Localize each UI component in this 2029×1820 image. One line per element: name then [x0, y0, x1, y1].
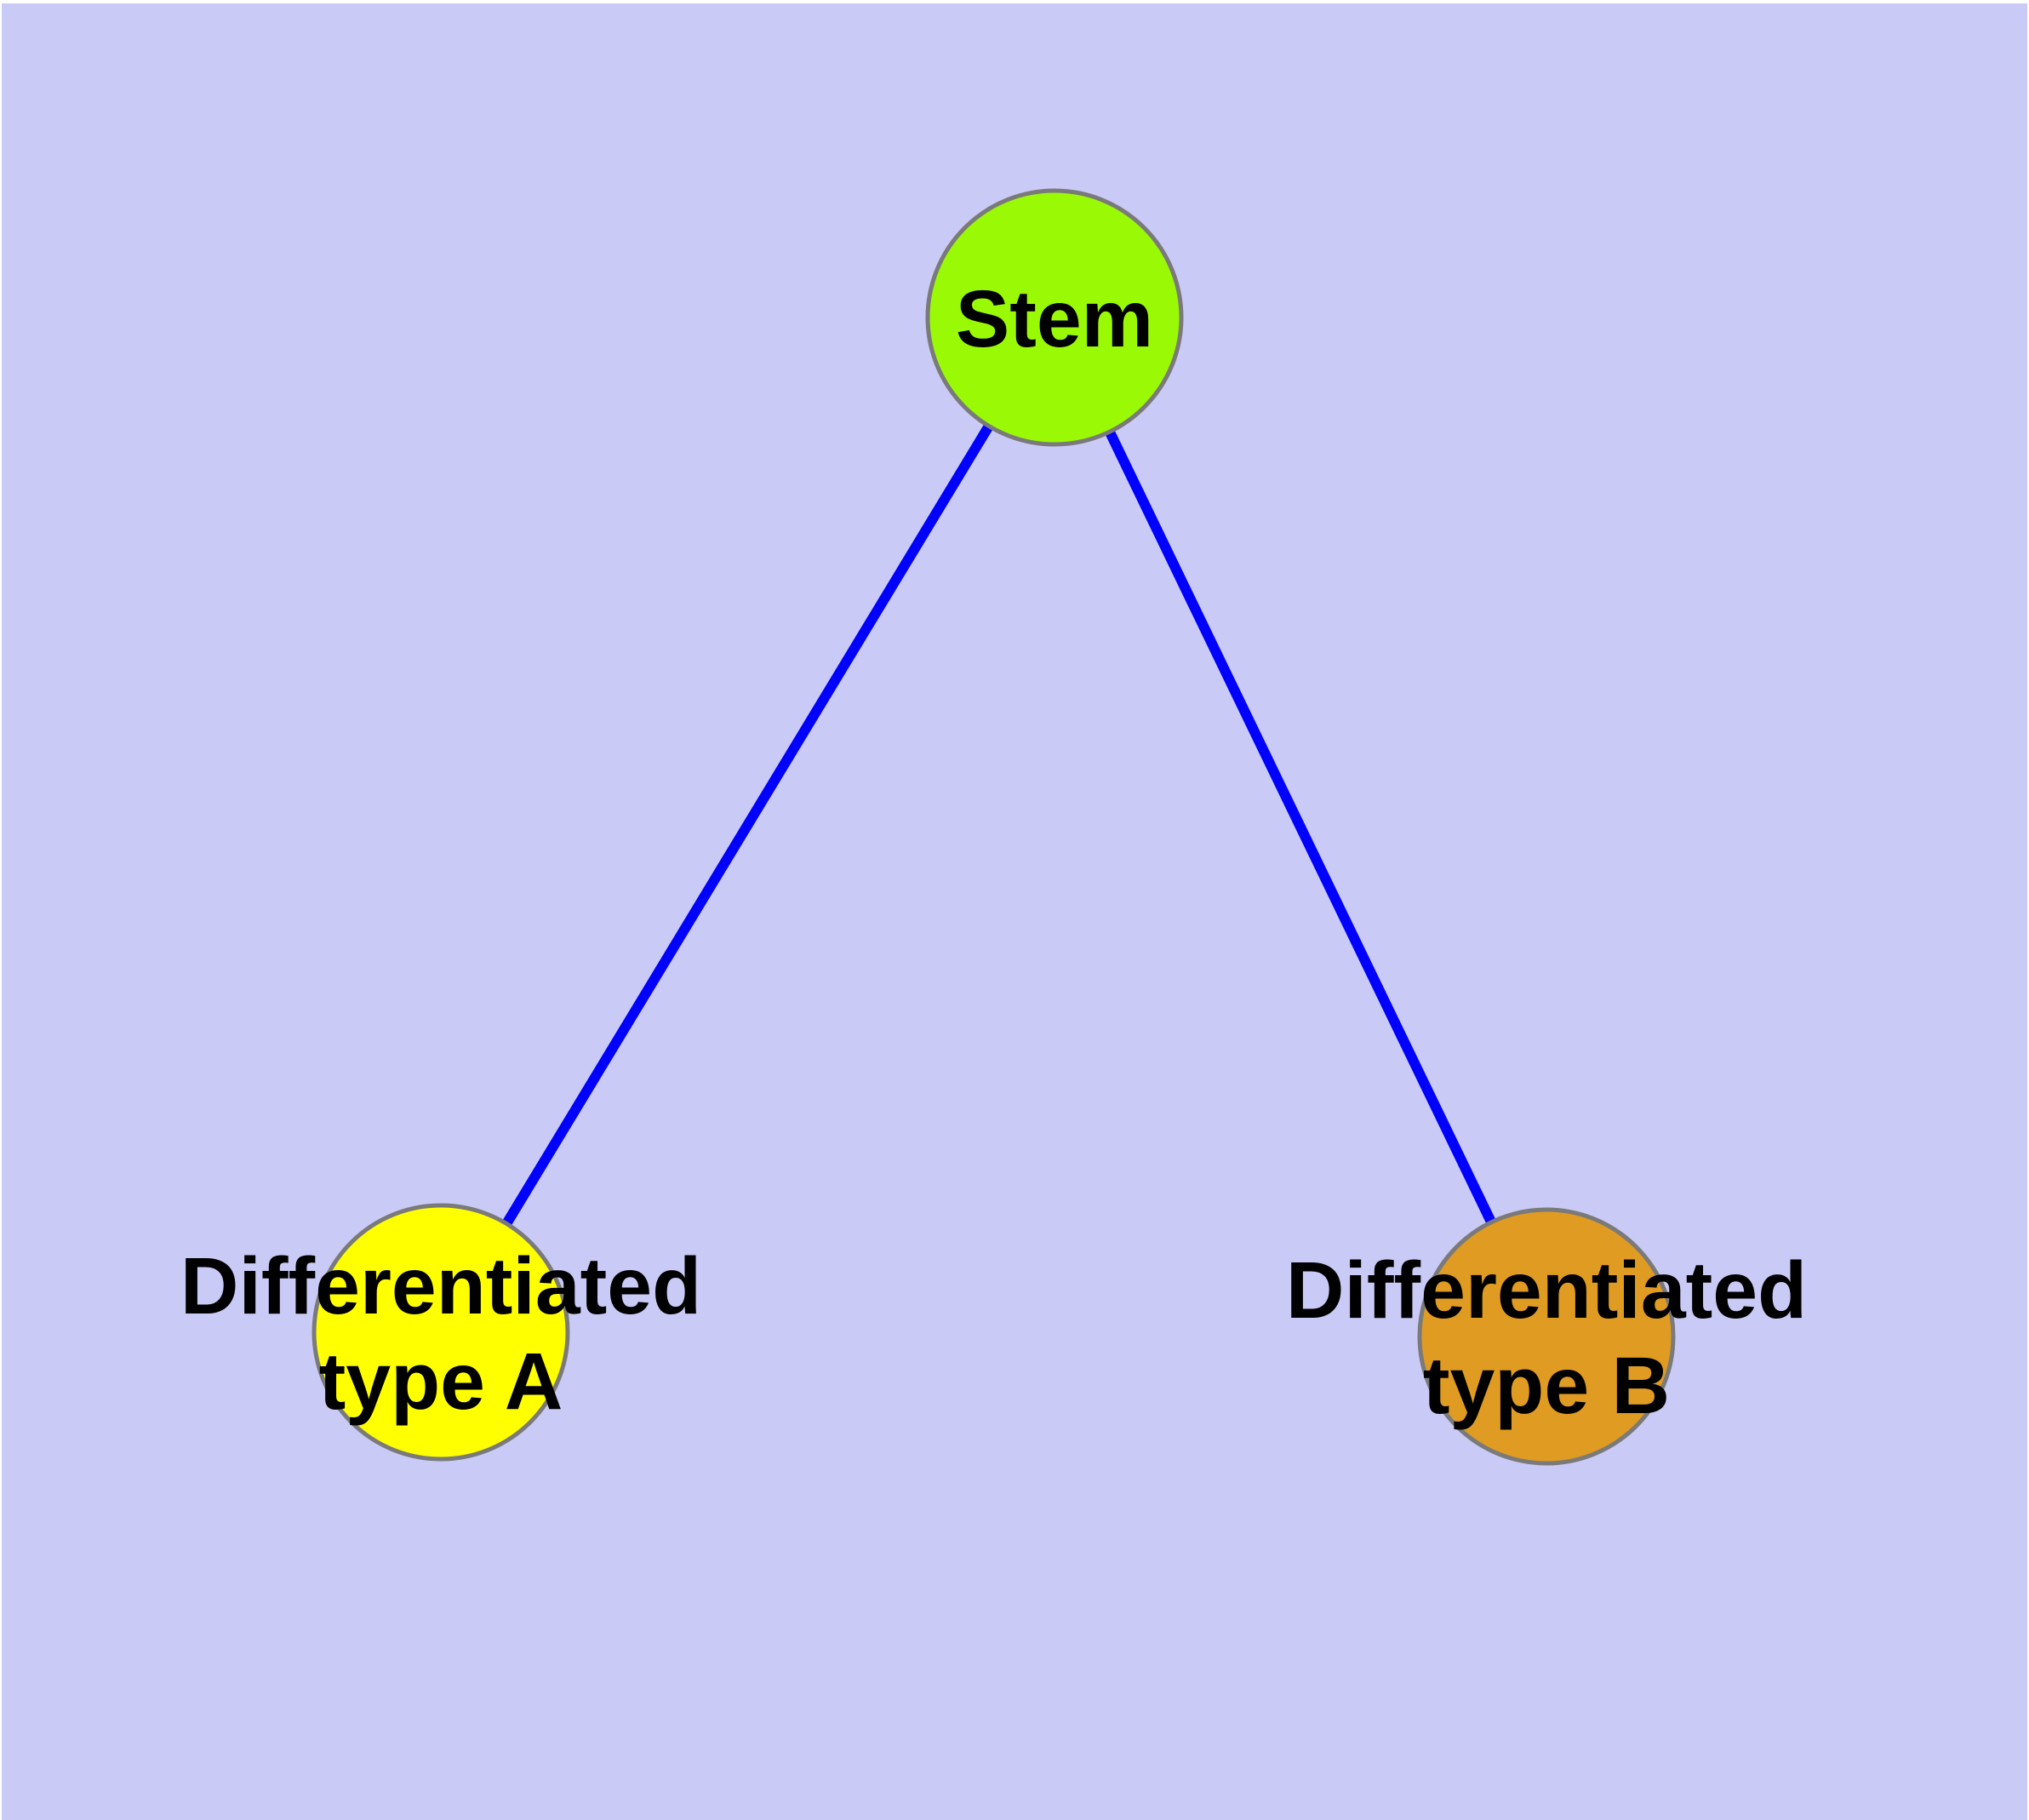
node-stem — [925, 188, 1184, 447]
node-differentiated-type-b — [1417, 1207, 1676, 1466]
node-differentiated-type-a-label-line1: Differentiated — [180, 1241, 701, 1331]
node-stem-label: Stem — [956, 274, 1153, 364]
edge-stem-to-type-a — [436, 314, 1060, 1336]
node-differentiated-type-a — [311, 1203, 570, 1462]
node-differentiated-type-a-label-line2: type A — [319, 1336, 563, 1427]
node-differentiated-type-b-label-line2: type B — [1423, 1341, 1670, 1431]
edge-stem-to-type-b — [1049, 315, 1552, 1339]
node-differentiated-type-b-label-line1: Differentiated — [1286, 1245, 1807, 1336]
